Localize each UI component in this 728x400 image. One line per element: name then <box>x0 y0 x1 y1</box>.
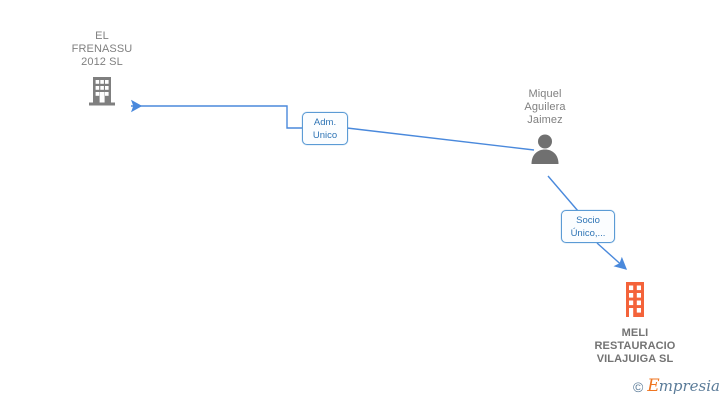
copyright-icon: © <box>632 379 644 395</box>
watermark-empresia: © Empresia <box>633 378 720 396</box>
node-company-el-frenassu[interactable]: EL FRENASSU 2012 SL <box>47 30 157 112</box>
node-label-miquel-aguilera-jaimez: Miquel Aguilera Jaimez <box>524 88 566 126</box>
brand-wordmark: Empresia <box>647 378 720 396</box>
node-person-miquel-aguilera-jaimez[interactable]: Miquel Aguilera Jaimez <box>495 88 595 169</box>
brand-initial: E <box>647 376 660 396</box>
building-icon[interactable] <box>47 75 157 112</box>
relation-label-adm-unico[interactable]: Adm. Unico <box>302 112 348 145</box>
brand-rest: mpresia <box>658 377 720 395</box>
relation-label-socio-unico[interactable]: Socio Único,... <box>561 210 615 243</box>
building-icon[interactable] <box>565 281 705 324</box>
node-label-el-frenassu: EL FRENASSU 2012 SL <box>71 30 133 68</box>
node-company-meli-restauracio-vilajuiga[interactable]: MELI RESTAURACIO VILAJUIGA SL <box>565 281 705 366</box>
person-icon[interactable] <box>495 132 595 169</box>
node-label-meli-restauracio-vilajuiga: MELI RESTAURACIO VILAJUIGA SL <box>594 327 676 365</box>
